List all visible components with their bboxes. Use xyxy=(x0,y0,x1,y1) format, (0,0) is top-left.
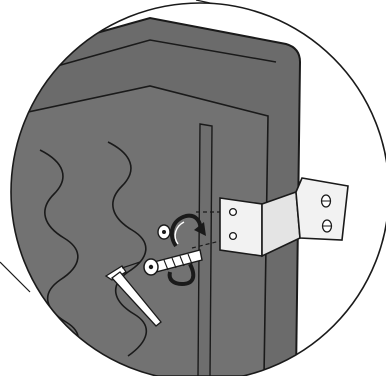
washer-icon xyxy=(158,225,170,239)
